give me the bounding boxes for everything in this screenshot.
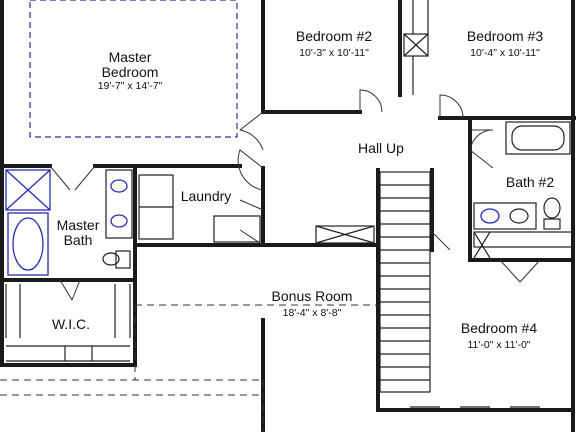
master-bath-label-2: Bath	[64, 232, 93, 248]
room-labels: Master Bedroom 19'-7" x 14'-7" Bedroom #…	[52, 28, 554, 351]
laundry-label: Laundry	[181, 188, 232, 204]
wic-label: W.I.C.	[52, 316, 90, 332]
master-bedroom-dims: 19'-7" x 14'-7"	[98, 80, 163, 92]
laundry-fixtures	[138, 174, 261, 243]
bath2-fixtures	[473, 121, 575, 259]
bedroom3-dims: 10'-4" x 10'-11"	[470, 47, 540, 59]
bedroom3-label: Bedroom #3	[467, 28, 543, 44]
master-bedroom-label-1: Master	[109, 49, 152, 65]
hall-label: Hall Up	[358, 140, 404, 156]
bedroom2-dims: 10'-3" x 10'-11"	[299, 47, 369, 59]
bath2-label: Bath #2	[506, 174, 554, 190]
bedroom4-dims: 11'-0" x 11'-0"	[467, 339, 530, 351]
master-bedroom-label-2: Bedroom	[102, 64, 159, 80]
wic-shelving	[5, 284, 131, 362]
master-bath-fixtures	[5, 169, 133, 276]
master-tray-ceiling	[29, 0, 238, 138]
bonus-ceiling-lines	[0, 304, 378, 432]
master-bath-label-1: Master	[57, 217, 100, 233]
stairs	[379, 171, 431, 393]
bedroom4-label: Bedroom #4	[461, 320, 537, 336]
bonus-room-label: Bonus Room	[272, 288, 353, 304]
bedroom2-label: Bedroom #2	[296, 28, 372, 44]
bonus-room-dims: 18'-4" x 8'-8"	[283, 307, 342, 319]
closet-shelving	[403, 0, 429, 95]
linen-closet	[315, 225, 375, 244]
